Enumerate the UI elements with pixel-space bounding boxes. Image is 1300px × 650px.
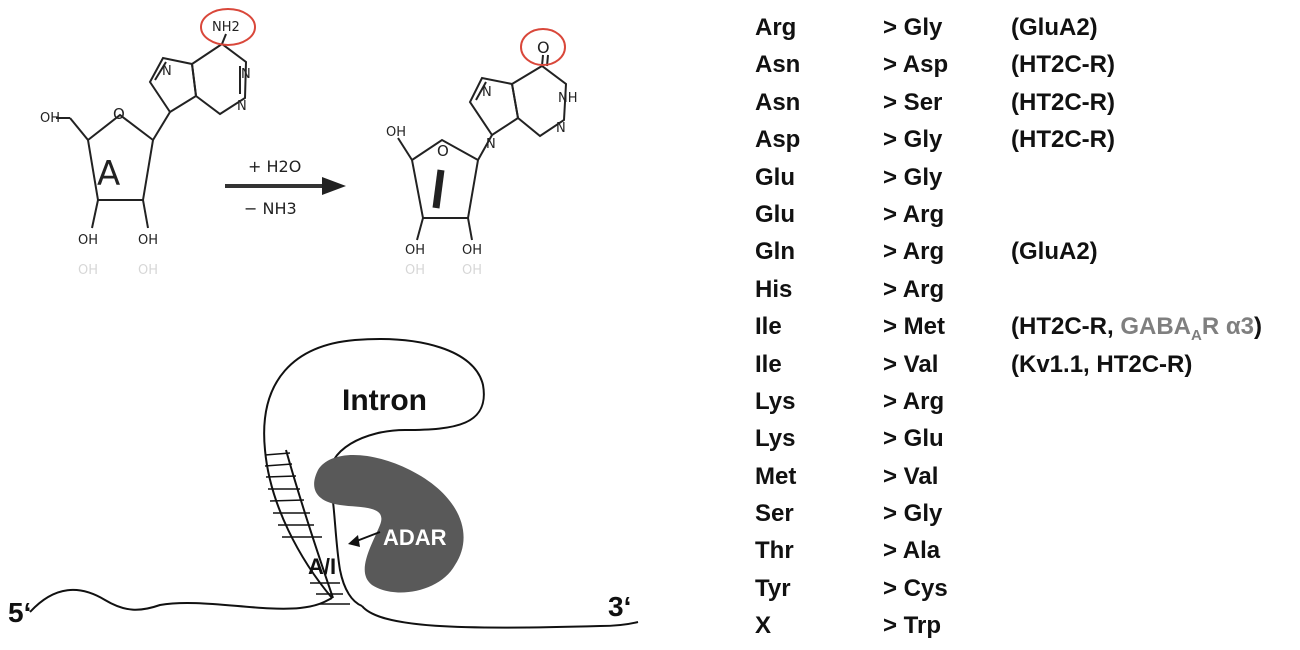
reagent-remove: − NH3 <box>244 199 297 218</box>
original-amino-acid: Lys <box>755 425 796 453</box>
original-amino-acid: Lys <box>755 387 796 415</box>
adenosine-structure <box>56 33 248 229</box>
example-target: (HT2C-R) <box>1011 51 1115 79</box>
five-prime-label: 5‘ <box>8 597 31 628</box>
amino-highlight-circle <box>200 8 256 46</box>
adar-arrow-head <box>348 535 360 547</box>
original-amino-acid: His <box>755 275 793 303</box>
example-target: (GluA2) <box>1011 238 1098 266</box>
oxo-highlight-circle <box>520 28 566 66</box>
oxo-group-label: O <box>537 38 550 57</box>
reflection-a: OH OH OH OH <box>78 263 482 278</box>
reflection-text: OH <box>78 263 98 278</box>
inosine-letter <box>432 169 445 209</box>
example-target: (GluA2) <box>1011 14 1098 42</box>
example-target-close: ) <box>1253 313 1262 341</box>
substituted-amino-acid: > Arg <box>883 238 945 266</box>
substituted-amino-acid: > Ala <box>883 537 941 565</box>
three-prime-label: 3‘ <box>608 591 631 622</box>
substituted-amino-acid: > Cys <box>883 574 948 602</box>
substituted-amino-acid: > Arg <box>883 200 945 228</box>
gaba-subscript: A <box>1191 326 1202 344</box>
gaba-receptor-label: GABAAR α3 <box>1120 313 1254 344</box>
substituted-amino-acid: > Val <box>883 462 939 490</box>
substituted-amino-acid: > Gly <box>883 500 943 528</box>
ring-n-i4: N <box>486 137 496 152</box>
original-amino-acid: Tyr <box>755 574 791 602</box>
reflection-text: OH <box>138 263 158 278</box>
ring-n-a1: N <box>162 64 172 79</box>
gaba-tail-text: R α3 <box>1201 313 1254 341</box>
original-amino-acid: Gln <box>755 238 795 266</box>
example-target: (HT2C-R) <box>1011 126 1115 154</box>
original-amino-acid: Ile <box>755 313 782 341</box>
reaction-arrow <box>225 177 346 195</box>
example-target: (HT2C-R) <box>1011 89 1115 117</box>
substituted-amino-acid: > Met <box>883 313 946 341</box>
example-target: (HT2C-R, GABAAR α3) <box>1011 313 1262 344</box>
original-amino-acid: Asn <box>755 51 801 79</box>
hydroxyl-i-3: OH <box>405 243 425 258</box>
ring-oxygen-i: O <box>437 142 449 160</box>
substituted-amino-acid: > Gly <box>883 14 943 41</box>
example-target: (Kv1.1, HT2C-R) <box>1011 351 1192 379</box>
rna-hairpin <box>29 338 639 629</box>
gaba-text: GABA <box>1120 313 1191 341</box>
original-amino-acid: Met <box>755 462 797 490</box>
intron-label: Intron <box>342 384 427 417</box>
original-amino-acid: Asn <box>755 88 801 116</box>
substituted-amino-acid: > Glu <box>883 425 944 453</box>
substituted-amino-acid: > Gly <box>883 163 943 191</box>
ring-n-a3: N <box>237 99 247 114</box>
example-target-text: (HT2C-R) <box>1011 88 1115 116</box>
example-target-text: (GluA2) <box>1011 14 1098 41</box>
ring-n-a2: N <box>241 67 251 82</box>
reflection-text: OH <box>405 263 425 278</box>
original-amino-acid: Ser <box>755 500 794 528</box>
substituted-amino-acid: > Asp <box>883 51 949 79</box>
original-amino-acid: Glu <box>755 163 795 191</box>
adar-enzyme <box>314 455 464 593</box>
reflection-text: OH <box>462 263 482 278</box>
substituted-amino-acid: > Ser <box>883 88 943 116</box>
ring-nh-i: NH <box>558 91 578 106</box>
original-amino-acid: Thr <box>755 537 794 565</box>
example-target-text: (HT2C-R) <box>1011 126 1115 154</box>
example-target-text: (HT2C-R, <box>1011 313 1121 341</box>
substituted-amino-acid: > Arg <box>883 387 945 415</box>
reagent-add: + H2O <box>248 157 301 176</box>
example-target-text: (GluA2) <box>1011 238 1098 266</box>
substituted-amino-acid: > Arg <box>883 275 945 303</box>
substituted-amino-acid: > Val <box>883 350 939 378</box>
hydroxyl-a-3: OH <box>78 233 98 248</box>
hydroxyl-i-2: OH <box>462 243 482 258</box>
ring-n-i3: N <box>556 121 566 136</box>
substituted-amino-acid: > Gly <box>883 126 943 154</box>
original-amino-acid: Asp <box>755 126 801 154</box>
editing-site-label: A/I <box>308 554 336 579</box>
hydroxyl-a-2: OH <box>138 233 158 248</box>
ring-n-i1: N <box>482 85 492 100</box>
amino-group-label: NH2 <box>212 20 240 35</box>
original-amino-acid: X <box>755 612 772 640</box>
hydroxyl-i-5: OH <box>386 125 406 140</box>
inosine-structure <box>397 54 568 241</box>
substituted-amino-acid: > Trp <box>883 612 942 640</box>
hydroxyl-a-5: OH <box>40 111 60 126</box>
adenosine-label: A <box>97 154 120 194</box>
example-target-text: (HT2C-R) <box>1011 51 1115 79</box>
original-amino-acid: Arg <box>755 14 797 41</box>
inosine-label-hidden: I <box>0 0 1 1</box>
ring-oxygen-a: O <box>113 105 125 123</box>
base-pair-rungs <box>264 452 350 605</box>
example-target-text: (Kv1.1, HT2C-R) <box>1011 350 1193 378</box>
original-amino-acid: Glu <box>755 200 795 228</box>
adar-label: ADAR <box>383 525 447 550</box>
original-amino-acid: Ile <box>755 350 782 378</box>
